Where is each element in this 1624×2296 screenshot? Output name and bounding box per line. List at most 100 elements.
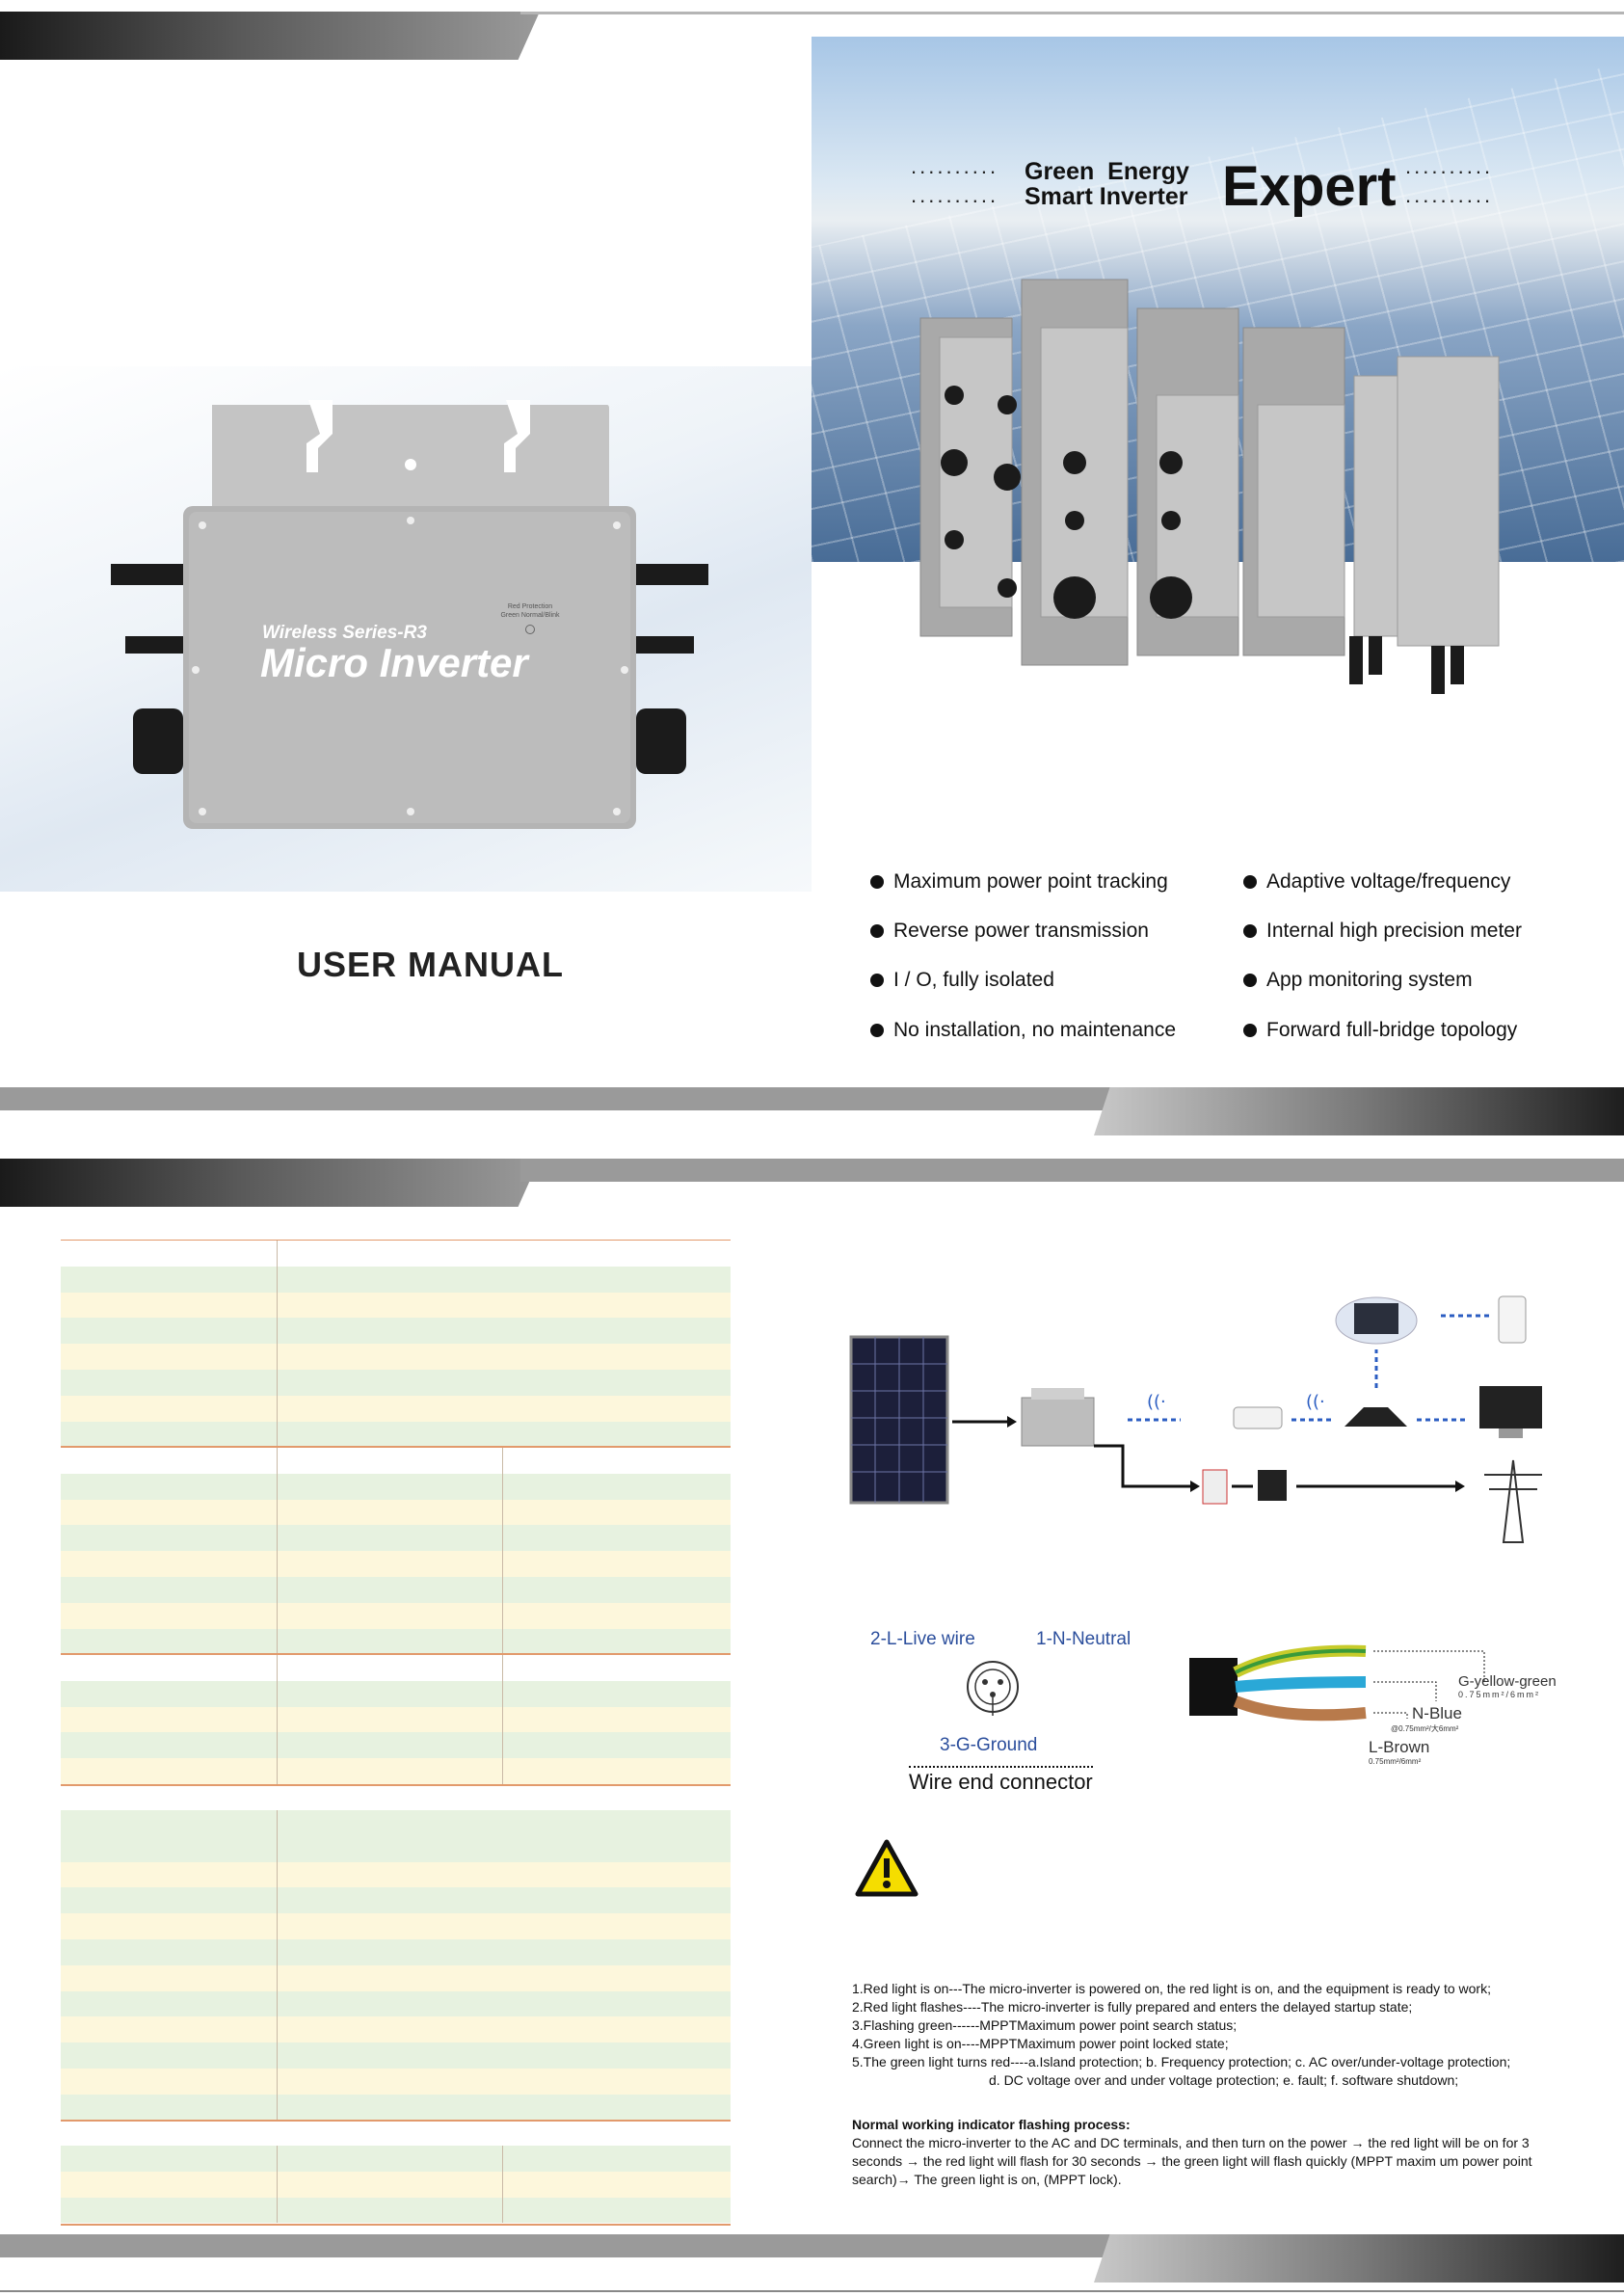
feature-right-3: App monitoring system (1243, 969, 1473, 992)
spec-table-row (61, 1370, 731, 1396)
wire-g-label: G-yellow-green (1458, 1673, 1557, 1690)
process-title: Normal working indicator flashing proces… (852, 2117, 1131, 2132)
indicator-note-1: 1.Red light is on---The micro-inverter i… (852, 1981, 1491, 1996)
spec-table-row (61, 1964, 731, 1991)
indicator-led (525, 625, 535, 634)
spec-table-row (61, 1758, 731, 1784)
spec-table-section-rule (61, 1653, 731, 1655)
feature-right-4: Forward full-bridge topology (1243, 1019, 1517, 1042)
warning-icon (855, 1839, 918, 1897)
spec-table-column-divider (277, 1655, 278, 1784)
hero-dotted-left-top: .......... (911, 154, 999, 178)
page2-bottom-banner-line (0, 2234, 1118, 2257)
wire-cable-illustration (1187, 1643, 1380, 1730)
system-diagram: ((· ((· (848, 1272, 1561, 1552)
spec-table-column-divider (277, 2146, 278, 2224)
manual-title: USER MANUAL (297, 945, 564, 984)
spec-table-row (61, 1241, 731, 1267)
indicator-note-4: 4.Green light is on----MPPTMaximum power… (852, 2036, 1229, 2051)
top-banner-left (0, 12, 540, 60)
spec-table-row (61, 1266, 731, 1293)
feature-right-2: Internal high precision meter (1243, 920, 1522, 943)
indicator-note-5: 5.The green light turns red----a.Island … (852, 2054, 1511, 2069)
spec-table-row (61, 1344, 731, 1370)
wire-label-neutral: 1-N-Neutral (1036, 1629, 1131, 1649)
hero-dotted-right-top: .......... (1405, 154, 1494, 178)
spec-table-row (61, 1655, 731, 1681)
spec-table-row (61, 1810, 731, 1836)
spec-table-row (61, 1732, 731, 1759)
indicator-note-6: d. DC voltage over and under voltage pro… (989, 2072, 1459, 2088)
feature-left-2: Reverse power transmission (870, 920, 1149, 943)
product-series-label: Wireless Series-R3 (262, 623, 427, 643)
wire-label-live: 2-L-Live wire (870, 1629, 975, 1649)
tagline-smart-inverter: Smart Inverter (1025, 183, 1188, 210)
spec-table-row (61, 1706, 731, 1733)
spec-table-row (61, 2197, 731, 2224)
spec-table-row (61, 1448, 731, 1474)
spec-table-column-divider (502, 1655, 503, 1784)
micro-inverter-image (106, 395, 713, 839)
spec-table-row (61, 1395, 731, 1422)
page2-top-banner-line (520, 1159, 1624, 1182)
spec-table-row (61, 2042, 731, 2069)
spec-table-row (61, 1680, 731, 1707)
spec-table-column-divider (502, 1448, 503, 1655)
spec-table-row (61, 1421, 731, 1448)
spec-table-bottom-rule (61, 2224, 731, 2226)
spec-table-row (61, 1473, 731, 1500)
spec-table-row (61, 1577, 731, 1603)
product-lineup-image (911, 270, 1508, 742)
spec-table-row (61, 1602, 731, 1629)
spec-table-row (61, 1525, 731, 1552)
svg-text:((·: ((· (1147, 1392, 1166, 1412)
spec-table-row (61, 1939, 731, 1965)
bottom-banner-line (0, 1087, 1118, 1110)
spec-table-row (61, 1887, 731, 1914)
spec-table-column-divider (502, 2146, 503, 2224)
spec-table-row (61, 1292, 731, 1319)
spec-table-row (61, 1835, 731, 1862)
feature-left-3: I / O, fully isolated (870, 969, 1054, 992)
connector-title: Wire end connector (909, 1766, 1093, 1795)
spec-table-section-rule (61, 1446, 731, 1448)
process-text: Connect the micro-inverter to the AC and… (852, 2135, 1532, 2187)
product-name-label: Micro Inverter (260, 640, 528, 685)
spec-table-row (61, 1861, 731, 1888)
page2-top-banner-left (0, 1159, 540, 1207)
tagline-expert: Expert (1222, 155, 1397, 218)
bottom-banner-right (1094, 1087, 1624, 1135)
wire-n-label: N-Blue (1412, 1704, 1462, 1722)
spec-table-row (61, 1499, 731, 1526)
top-banner-line (520, 12, 1624, 14)
indicator-note-3: 3.Flashing green------MPPTMaximum power … (852, 2017, 1238, 2033)
spec-table-row (61, 1990, 731, 2017)
wire-l-label: L-Brown (1369, 1738, 1430, 1756)
spec-table-column-divider (277, 1810, 278, 2121)
spec-table-column-divider (277, 1448, 278, 1655)
svg-text:((·: ((· (1306, 1392, 1325, 1412)
hero-dotted-right-bottom: .......... (1405, 183, 1494, 207)
connector-icon (964, 1658, 1022, 1716)
spec-table-row (61, 1913, 731, 1939)
tagline-green-energy: Green Energy (1025, 158, 1189, 185)
wire-leader-lines (1369, 1643, 1504, 1721)
spec-table-row (61, 2146, 731, 2172)
spec-table-row (61, 2069, 731, 2095)
spec-table-section-rule (61, 1784, 731, 1786)
spec-table-column-divider (277, 1241, 278, 1448)
wire-l-spec: 0.75mm²/6mm² (1369, 1757, 1422, 1766)
spec-table-row (61, 1551, 731, 1577)
wire-g-spec: 0.75mm²/6mm² (1458, 1690, 1541, 1699)
feature-left-1: Maximum power point tracking (870, 870, 1168, 894)
page2-bottom-banner-right (1094, 2234, 1624, 2283)
feature-left-4: No installation, no maintenance (870, 1019, 1176, 1042)
wire-n-spec: @0.75mm²/大6mm² (1391, 1724, 1459, 1733)
spec-table-row (61, 1628, 731, 1655)
spec-table-row (61, 2016, 731, 2043)
wire-label-ground: 3-G-Ground (940, 1735, 1038, 1755)
indicator-note-2: 2.Red light flashes----The micro-inverte… (852, 1999, 1413, 2015)
spec-table-row (61, 2094, 731, 2121)
spec-table-section-rule (61, 2120, 731, 2122)
spec-table-row (61, 1318, 731, 1345)
